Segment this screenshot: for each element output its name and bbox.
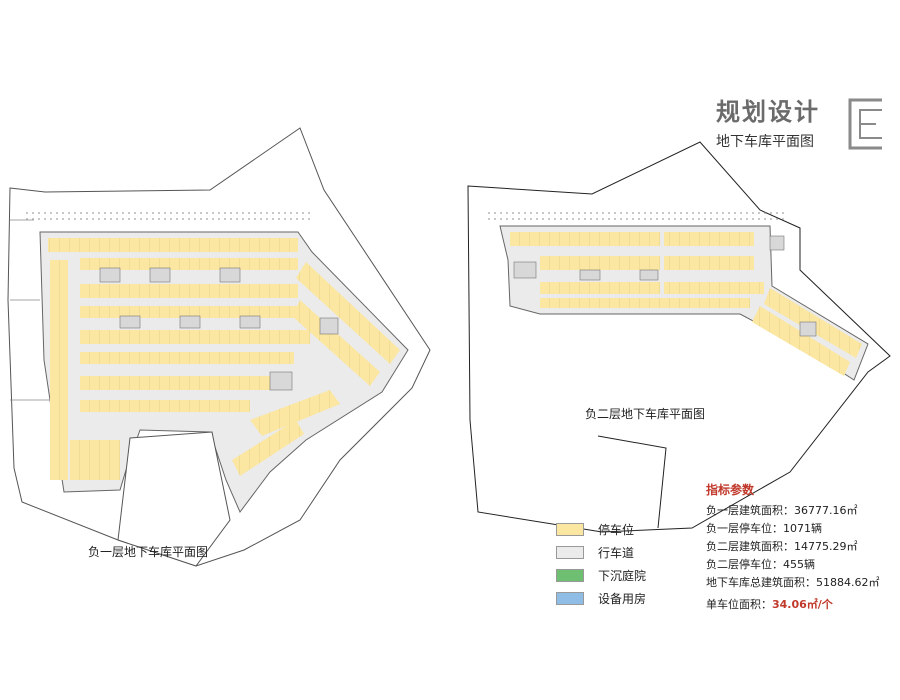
legend-label: 设备用房 bbox=[598, 592, 647, 606]
level2-core-blocks bbox=[513, 235, 817, 337]
metric-per-space-value: 34.06㎡/个 bbox=[772, 598, 833, 611]
level1-plan bbox=[7, 127, 431, 567]
metric-per-space-label: 单车位面积： bbox=[706, 598, 772, 611]
metrics-title: 指标参数 bbox=[706, 483, 755, 497]
legend-swatch-lane bbox=[556, 546, 584, 559]
metrics-panel: 指标参数 负一层建筑面积：36777.16㎡ 负一层停车位：1071辆 负二层建… bbox=[706, 481, 880, 614]
metric-row: 负二层建筑面积：14775.29㎡ bbox=[706, 540, 858, 553]
level1-core-blocks bbox=[99, 267, 339, 391]
level2-building-row bbox=[488, 208, 784, 220]
level2-site-boundary bbox=[467, 141, 891, 533]
legend-item-courtyard: 下沉庭院 bbox=[556, 564, 646, 587]
metric-row: 负一层建筑面积：36777.16㎡ bbox=[706, 504, 858, 517]
page-title: 规划设计 bbox=[716, 98, 820, 126]
title-block: 规划设计 地下车库平面图 bbox=[716, 92, 820, 151]
level1-cutout bbox=[117, 431, 231, 567]
title-mark-icon bbox=[848, 98, 882, 150]
legend-swatch-equipment bbox=[556, 592, 584, 605]
legend-swatch-courtyard bbox=[556, 569, 584, 582]
metric-row: 负二层停车位：455辆 bbox=[706, 558, 815, 571]
metric-per-space: 单车位面积：34.06㎡/个 bbox=[706, 596, 880, 614]
level1-building-row bbox=[22, 212, 312, 224]
level1-side-ticks bbox=[10, 219, 50, 401]
level2-inner-boundary bbox=[597, 435, 667, 529]
level2-plan bbox=[467, 141, 891, 533]
legend-item-parking: 停车位 bbox=[556, 518, 646, 541]
level2-parking-bands bbox=[510, 232, 862, 376]
legend-item-equipment: 设备用房 bbox=[556, 587, 646, 610]
legend-label: 下沉庭院 bbox=[598, 569, 647, 583]
level1-site-boundary bbox=[7, 127, 431, 567]
page-subtitle: 地下车库平面图 bbox=[716, 134, 814, 150]
legend-label: 行车道 bbox=[598, 546, 635, 560]
metric-row: 负一层停车位：1071辆 bbox=[706, 522, 822, 535]
level2-caption: 负二层地下车库平面图 bbox=[585, 407, 706, 421]
legend-label: 停车位 bbox=[598, 523, 635, 537]
level1-caption: 负一层地下车库平面图 bbox=[88, 545, 209, 559]
legend-swatch-parking bbox=[556, 523, 584, 536]
legend: 停车位 行车道 下沉庭院 设备用房 bbox=[556, 518, 646, 610]
legend-item-lane: 行车道 bbox=[556, 541, 646, 564]
level1-parking-bands bbox=[48, 238, 400, 480]
metric-row: 地下车库总建筑面积：51884.62㎡ bbox=[706, 576, 880, 589]
